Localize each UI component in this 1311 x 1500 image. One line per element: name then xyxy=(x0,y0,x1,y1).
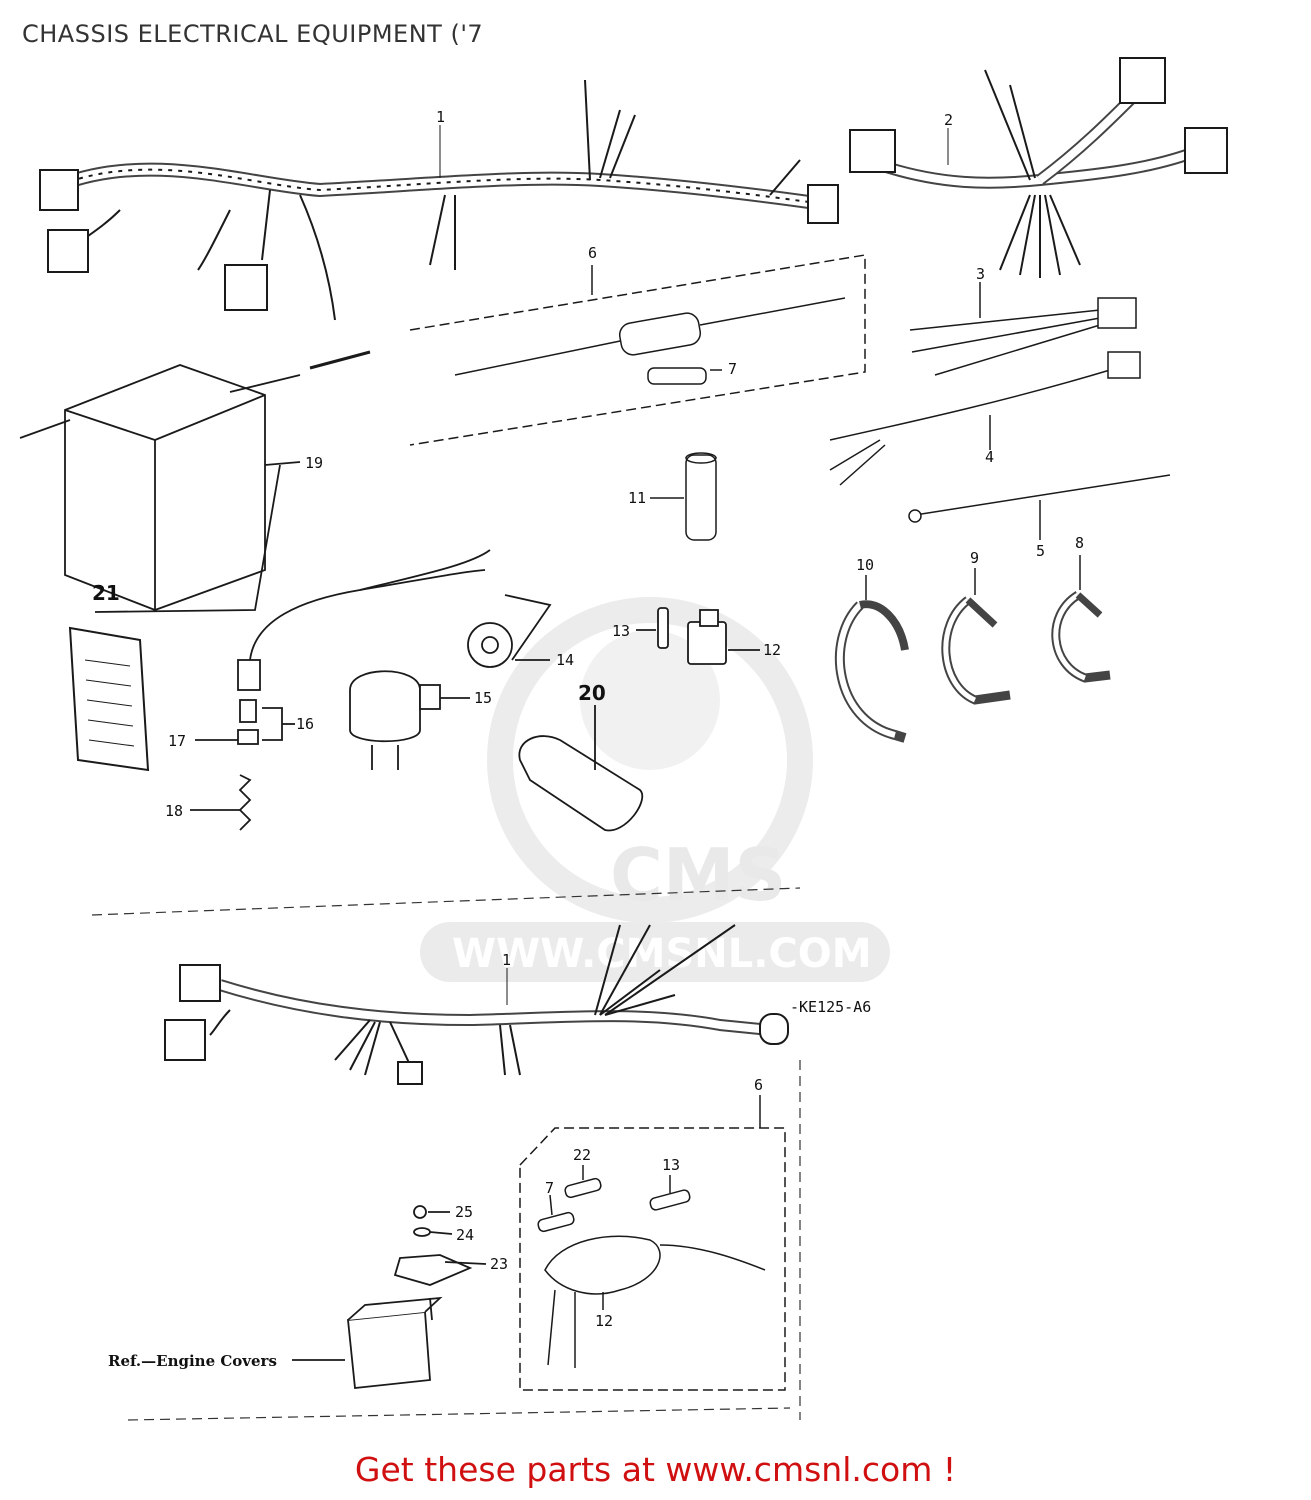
callout-4: 4 xyxy=(985,448,994,466)
callout-10: 10 xyxy=(856,556,874,574)
footer-link[interactable]: Get these parts at www.cmsnl.com ! xyxy=(354,1450,957,1489)
fuse-case xyxy=(636,607,760,665)
connector-icon xyxy=(47,229,89,273)
diagram-code: -KE125-A6 xyxy=(790,998,871,1016)
stop-switch-assembly xyxy=(190,549,491,831)
flasher-relay xyxy=(349,670,470,770)
callout-18: 18 xyxy=(165,802,183,820)
connector-icon xyxy=(849,129,896,173)
fuse-icon xyxy=(564,1177,602,1199)
fuse-holder-assembly-top xyxy=(409,254,866,446)
callout-20: 20 xyxy=(578,681,606,705)
fuse-block xyxy=(544,1235,661,1295)
callout-8: 8 xyxy=(1075,534,1084,552)
callout-25: 25 xyxy=(455,1203,473,1221)
callout-7-bottom: 7 xyxy=(545,1179,554,1197)
fuse-icon xyxy=(649,1189,691,1211)
switch-body xyxy=(237,659,261,691)
callout-22: 22 xyxy=(573,1146,591,1164)
horn xyxy=(467,594,552,668)
callout-12: 12 xyxy=(763,641,781,659)
connector-icon xyxy=(179,964,221,1002)
fuse-icon xyxy=(647,367,707,385)
callout-17: 17 xyxy=(168,732,186,750)
connector-icon xyxy=(1107,351,1141,379)
section-divider-bottom xyxy=(127,1407,791,1421)
callout-13-bottom: 13 xyxy=(662,1156,680,1174)
ignition-cap xyxy=(518,705,643,832)
watermark-url-bar xyxy=(420,922,890,982)
connector-icon xyxy=(164,1019,206,1061)
callout-16: 16 xyxy=(296,715,314,733)
connector-icon xyxy=(39,169,79,211)
callout-5: 5 xyxy=(1036,542,1045,560)
battery xyxy=(19,350,371,613)
bracket-assembly xyxy=(292,1205,487,1389)
callout-6: 6 xyxy=(588,244,597,262)
callout-3: 3 xyxy=(976,265,985,283)
rubber-bands xyxy=(834,555,1111,743)
rubber-tube xyxy=(650,452,717,541)
callout-9: 9 xyxy=(970,549,979,567)
watermark-brand: CMS xyxy=(610,833,786,917)
callout-24: 24 xyxy=(456,1226,474,1244)
page-title: CHASSIS ELECTRICAL EQUIPMENT ('7 xyxy=(22,20,484,48)
watermark: CMS WWW.CMSNL.COM xyxy=(420,597,890,982)
watermark-ring xyxy=(487,597,813,923)
connector-icon xyxy=(1119,57,1166,104)
callout-13: 13 xyxy=(612,622,630,640)
callout-19: 19 xyxy=(305,454,323,472)
main-wiring-harness-bottom xyxy=(164,924,789,1085)
fuse-holder-assembly-bottom xyxy=(519,1095,786,1391)
callout-11: 11 xyxy=(628,489,646,507)
callout-7: 7 xyxy=(728,360,737,378)
fuse-holder xyxy=(618,312,702,356)
lead-wires xyxy=(829,282,1171,540)
watermark-url: WWW.CMSNL.COM xyxy=(452,931,872,977)
callout-23: 23 xyxy=(490,1255,508,1273)
callout-14: 14 xyxy=(556,651,574,669)
callout-6-bottom: 6 xyxy=(754,1076,763,1094)
connector-icon xyxy=(807,184,839,224)
watermark-mascot-head xyxy=(580,630,720,770)
connector-icon xyxy=(1184,127,1228,174)
sub-wiring-harness xyxy=(849,57,1228,278)
main-wiring-harness-top xyxy=(39,79,839,321)
callout-1-bottom: 1 xyxy=(502,951,511,969)
battery-label-card xyxy=(68,626,150,772)
callout-1: 1 xyxy=(436,108,445,126)
callout-15: 15 xyxy=(474,689,492,707)
fuse-icon xyxy=(537,1211,575,1233)
reference-label: Ref.—Engine Covers xyxy=(108,1352,277,1370)
section-divider xyxy=(91,887,801,916)
callout-12-bottom: 12 xyxy=(595,1312,613,1330)
callout-2: 2 xyxy=(944,111,953,129)
callout-21: 21 xyxy=(92,581,120,605)
connector-icon xyxy=(1097,297,1137,329)
connector-icon xyxy=(224,264,268,311)
